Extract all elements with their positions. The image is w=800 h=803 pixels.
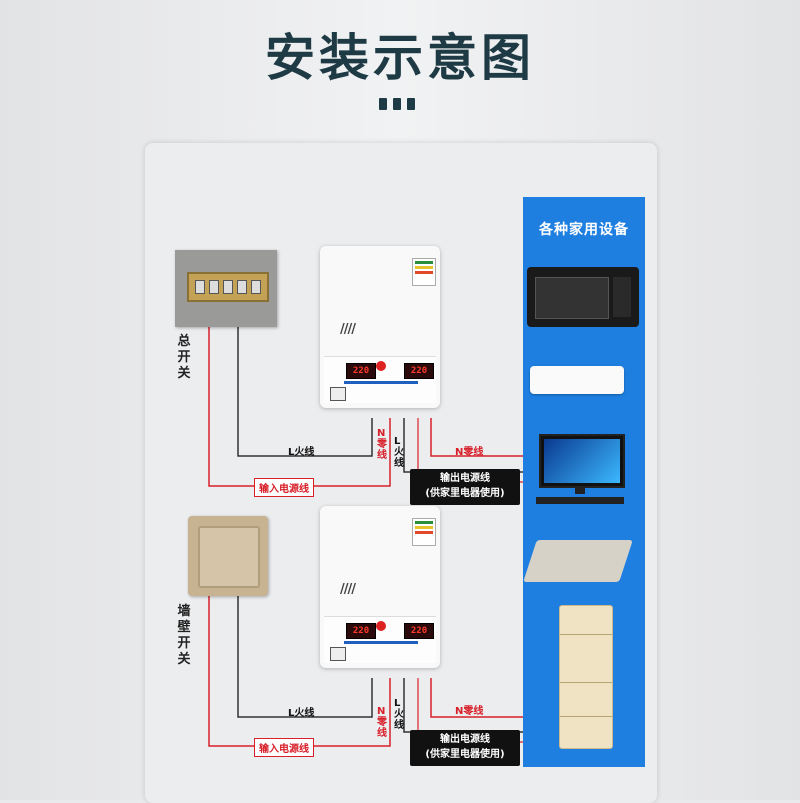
output-voltage-display: 220 [404,363,434,379]
neutral-wire-bottom [430,678,523,718]
main-switch-label: 总开关 [177,334,191,381]
output-wire-box-bottom: 输出电源线 (供家里电器使用) [410,730,520,766]
appliances-title: 各种家用设备 [539,222,629,238]
regulator-strip [344,381,418,384]
regulator-front-panel: 220 220 [324,356,436,403]
neutral-wire-label-top: N零线 [455,447,484,458]
live-wire-label-top: L火线 [288,447,315,458]
output-line1: 输出电源线 [440,473,490,484]
neutral-wire-label-bottom: N零线 [455,706,484,717]
regulator-switch [330,387,346,401]
title-dots [379,95,421,110]
input-wire-label-top: 输入电源线 [254,478,314,497]
monitor-stand [575,486,585,494]
refrigerator-icon [559,605,613,749]
output-line2: (供家里电器使用) [425,749,505,760]
main-breaker-box [175,250,277,327]
breaker-rail [187,272,269,302]
regulator-front-panel: 220 220 [324,616,436,663]
microwave-icon [527,267,639,327]
neutral-wire-top [430,418,523,457]
live-wire-bottom [237,596,373,718]
regulator-logo [376,621,386,631]
socket-face [198,526,260,588]
voltage-regulator-bottom: //// 220 220 [320,506,440,668]
output-voltage-display: 220 [404,623,434,639]
regulator-label-sticker [412,518,436,546]
voltage-regulator-top: //// 220 220 [320,246,440,408]
neutral-vertical-label-top: N零线 [377,428,387,461]
input-voltage-display: 220 [346,363,376,379]
regulator-label-sticker [412,258,436,286]
regulator-logo [376,361,386,371]
neutral-vertical-label-bottom: N零线 [377,706,387,739]
input-voltage-display: 220 [346,623,376,639]
regulator-switch [330,647,346,661]
air-conditioner-icon [530,366,624,394]
live-vertical-label-bottom: L火线 [394,698,404,731]
output-line1: 输出电源线 [440,734,490,745]
live-vertical-label-top: L火线 [394,436,404,469]
vent-marks: //// [340,322,356,337]
computer-monitor-icon [539,434,625,488]
page-title: 安装示意图 [265,29,535,87]
keyboard-icon [536,497,624,504]
wall-socket [188,516,268,596]
regulator-strip [344,641,418,644]
laptop-icon [523,540,633,582]
live-wire-top [237,327,373,457]
vent-marks: //// [340,582,356,597]
input-wire-label-bottom: 输入电源线 [254,738,314,757]
wall-switch-label: 墙壁开关 [177,604,191,667]
output-wire-box-top: 输出电源线 (供家里电器使用) [410,469,520,505]
live-wire-label-bottom: L火线 [288,708,315,719]
output-line2: (供家里电器使用) [425,488,505,499]
